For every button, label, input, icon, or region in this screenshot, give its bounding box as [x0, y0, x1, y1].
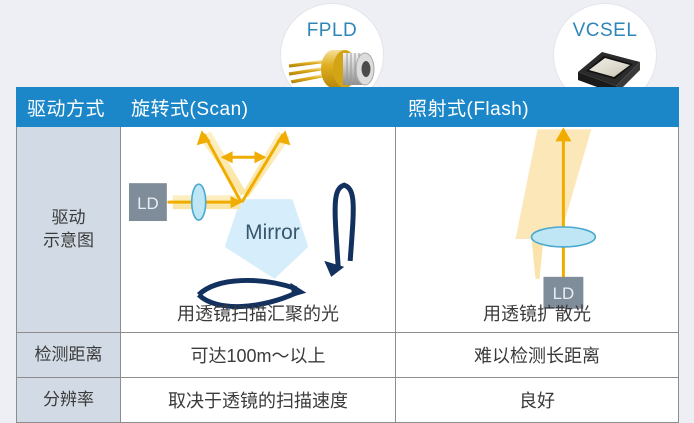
fabry-perot-laser-diode-photo-icon	[288, 50, 375, 88]
beam-arrowhead-right	[276, 130, 291, 146]
table-row-detection-distance: 检测距离 可达100m～以上 难以检测长距离	[16, 332, 679, 378]
table-row-schematic: 驱动 示意图 Mirror	[16, 126, 679, 333]
ld-source-label: LD	[137, 194, 159, 213]
lens-shape	[530, 226, 597, 248]
badge-fpld: FPLD	[281, 4, 383, 106]
mirror-shape	[224, 199, 309, 279]
row-label-schematic-line1: 驱动	[51, 207, 86, 227]
table-row-resolution: 分辨率 取决于透镜的扫描速度 良好	[16, 377, 679, 423]
beam-arrowhead-left	[196, 130, 211, 146]
ld-source-box	[543, 276, 584, 309]
cell-scan-detection-distance: 可达100m～以上	[120, 332, 396, 378]
badge-fpld-label: FPLD	[306, 20, 358, 41]
row-label-detection-distance: 检测距离	[16, 332, 121, 378]
header-col-flash: 照射式(Flash)	[395, 87, 679, 127]
badge-vcsel-label: VCSEL	[572, 20, 638, 41]
rotation-arrowhead-vertical	[324, 260, 345, 277]
vcsel-chip-photo-icon	[578, 52, 640, 94]
scan-arrowhead-left	[220, 151, 233, 164]
ld-source-box	[128, 183, 167, 222]
scan-arrowhead-right	[254, 151, 267, 164]
header-col-scan: 旋转式(Scan)	[120, 87, 396, 127]
scan-schematic-illustration: Mirror	[128, 130, 356, 310]
cell-scan-schematic: Mirror	[120, 126, 396, 333]
row-label-schematic: 驱动 示意图	[16, 126, 121, 333]
row-label-schematic-line2: 示意图	[43, 230, 94, 250]
cell-flash-schematic: LD 用透镜扩散光	[395, 126, 679, 333]
flash-arrowhead-top	[555, 127, 572, 142]
diverging-beam-cone	[515, 129, 592, 239]
flash-schematic-illustration: LD	[515, 127, 597, 309]
cell-scan-resolution: 取决于透镜的扫描速度	[120, 377, 396, 423]
table-header-row: 驱动方式 旋转式(Scan) 照射式(Flash)	[16, 87, 679, 127]
converging-beam-band	[531, 238, 544, 279]
scan-caption: 用透镜扫描汇聚的光	[177, 304, 339, 324]
beam-arrowhead-source	[230, 196, 243, 209]
mirror-label: Mirror	[245, 221, 300, 244]
cell-flash-resolution: 良好	[395, 377, 679, 423]
lens-shape	[190, 183, 207, 221]
rotation-arrows	[196, 182, 356, 297]
flash-caption: 用透镜扩散光	[483, 304, 591, 324]
cell-flash-detection-distance: 难以检测长距离	[395, 332, 679, 378]
comparison-table: 驱动方式 旋转式(Scan) 照射式(Flash) 驱动 示意图	[16, 87, 679, 423]
row-label-resolution: 分辨率	[16, 377, 121, 423]
header-row-label: 驱动方式	[16, 87, 121, 127]
ld-source-label: LD	[553, 284, 575, 303]
rotation-arrow-loop	[196, 290, 298, 310]
